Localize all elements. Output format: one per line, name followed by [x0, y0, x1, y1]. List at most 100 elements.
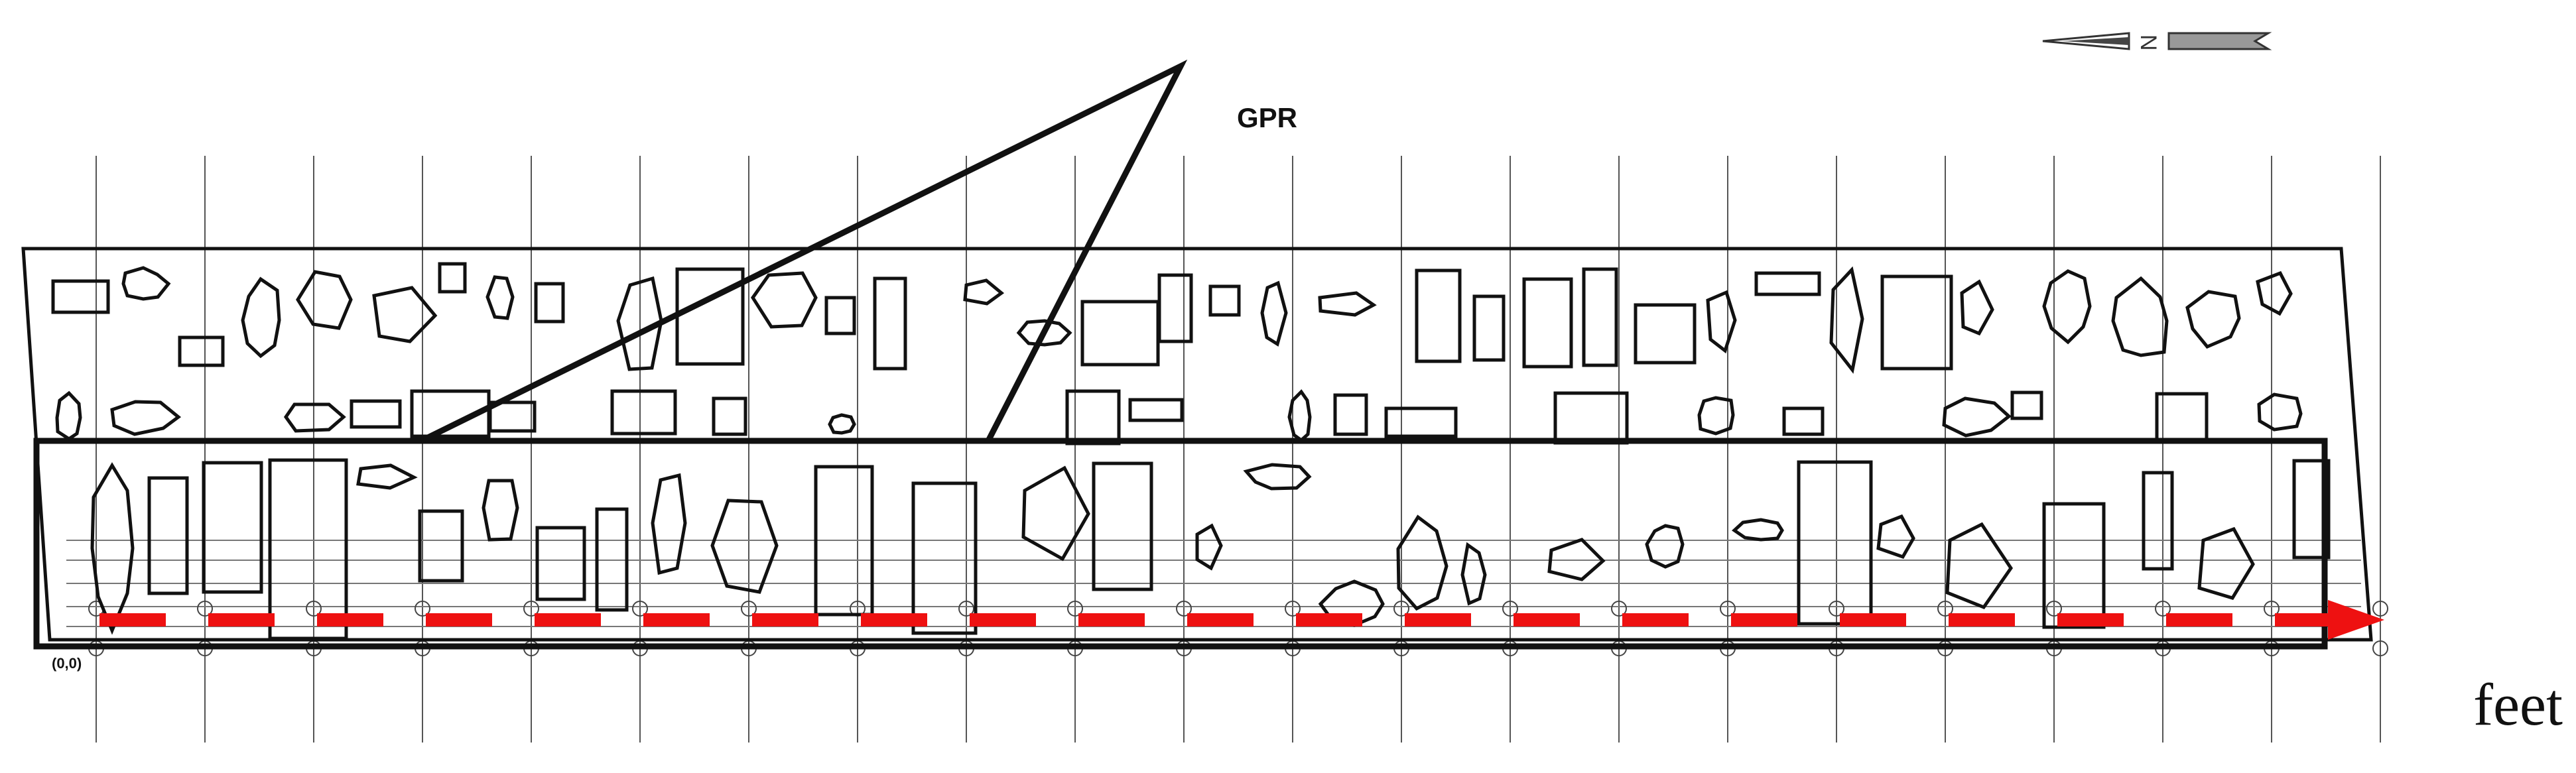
obstacle-shape — [712, 396, 747, 436]
obstacle-shape — [595, 507, 629, 612]
obstacle-shape — [814, 465, 874, 617]
north-label: N — [2136, 34, 2161, 51]
scan-dash — [317, 613, 383, 626]
obstacle-shape — [1829, 266, 1864, 374]
obstacle-shape — [1021, 465, 1090, 562]
obstacle-shape — [2185, 290, 2241, 349]
obstacle-shape — [2256, 270, 2293, 316]
obstacle-shape — [2142, 471, 2174, 571]
scan-dash — [2166, 613, 2232, 626]
obstacle-shape — [710, 499, 779, 594]
obstacle-shape — [1582, 267, 1618, 367]
obstacle-shape — [1318, 579, 1385, 627]
scan-dash — [1405, 613, 1471, 626]
obstacle-shape — [1260, 280, 1288, 347]
scan-dash — [643, 613, 710, 626]
obstacle-shape — [1318, 291, 1377, 317]
scan-dash — [1187, 613, 1254, 626]
obstacle-shape — [1472, 294, 1506, 362]
obstacle-shape — [1945, 522, 2014, 610]
obstacle-shape — [1960, 279, 1994, 336]
obstacle-shape — [488, 400, 537, 433]
grid-marker — [1937, 601, 1953, 617]
origin-label: (0,0) — [52, 655, 82, 672]
obstacle-shape — [2197, 526, 2255, 600]
obstacle-shape — [1876, 514, 1915, 560]
grid-marker — [1285, 601, 1301, 617]
obstacle-shape — [1553, 391, 1629, 445]
obstacle-shape — [534, 282, 565, 324]
obstacle-shape — [1243, 463, 1312, 491]
grid-marker — [2264, 601, 2280, 617]
obstacle-shape — [616, 276, 663, 371]
scan-dash — [208, 613, 275, 626]
obstacle-shape — [1754, 271, 1821, 296]
gpr-scan-path — [99, 613, 2341, 626]
scan-dash — [2057, 613, 2124, 626]
scan-dash — [99, 613, 166, 626]
obstacle-shape — [1634, 303, 1697, 365]
grid-marker — [1502, 601, 1518, 617]
scan-dash — [426, 613, 492, 626]
obstacle-shape — [1195, 523, 1223, 571]
grid-marker — [2372, 601, 2388, 617]
obstacle-shape — [1080, 300, 1160, 367]
obstacle-shape — [202, 461, 263, 594]
grid-marker — [632, 601, 648, 617]
obstacle-shape — [1415, 268, 1462, 363]
obstacle-shape — [1697, 396, 1735, 436]
obstacle-shape — [1016, 319, 1072, 347]
obstacle-shape — [1065, 389, 1121, 446]
obstacle-shape — [2111, 276, 2169, 357]
obstacle-shape — [2010, 390, 2043, 420]
grid-marker — [1720, 601, 1736, 617]
grid-marker — [197, 601, 213, 617]
obstacle-shape — [1287, 389, 1312, 443]
obstacle-shape — [824, 296, 856, 335]
scan-dash — [1622, 613, 1689, 626]
obstacle-shape — [1942, 396, 2012, 438]
building-outline-upper — [21, 247, 2373, 642]
obstacle-shape — [178, 335, 225, 367]
unit-label: feet — [2473, 672, 2563, 738]
obstacle-shape — [1384, 406, 1458, 438]
scan-dash — [752, 613, 818, 626]
obstacle-shape — [51, 279, 110, 314]
obstacle-shape — [1645, 524, 1685, 569]
obstacle-shape — [55, 390, 82, 441]
scan-dash — [1731, 613, 1797, 626]
north-arrow-icon: N — [2042, 32, 2272, 51]
obstacle-shape — [1880, 274, 1953, 371]
scan-dash — [861, 613, 927, 626]
obstacle-shape — [911, 481, 978, 635]
obstacle-shape — [1333, 393, 1368, 436]
grid-marker — [1067, 601, 1083, 617]
obstacle-shape — [372, 286, 438, 343]
grid-marker — [415, 601, 430, 617]
obstacle-shape — [750, 271, 818, 329]
obstacle-shape — [296, 270, 353, 330]
grid-marker — [2155, 601, 2171, 617]
obstacle-shape — [1782, 406, 1825, 436]
obstacle-shape — [438, 262, 467, 294]
obstacle-shape — [2042, 502, 2106, 629]
scan-dash — [1949, 613, 2015, 626]
grid-marker — [1393, 601, 1409, 617]
obstacle-shape — [2292, 459, 2331, 560]
obstacle-shape — [610, 389, 677, 436]
obstacle-shape — [1396, 514, 1449, 611]
obstacle-shape — [2257, 392, 2303, 432]
scan-dash — [2275, 613, 2341, 626]
gpr-label: GPR — [1237, 102, 1297, 133]
grid-marker — [1611, 601, 1627, 617]
obstacle-shape — [1092, 461, 1153, 591]
scan-direction-arrow — [2328, 600, 2384, 640]
obstacle-shape — [350, 399, 402, 429]
scan-dash — [1078, 613, 1145, 626]
obstacle-shape — [1157, 273, 1193, 343]
grid-marker — [2372, 640, 2388, 656]
obstacle-shape — [1732, 518, 1784, 542]
obstacle-shape — [1797, 460, 1873, 626]
scan-dash — [1513, 613, 1580, 626]
